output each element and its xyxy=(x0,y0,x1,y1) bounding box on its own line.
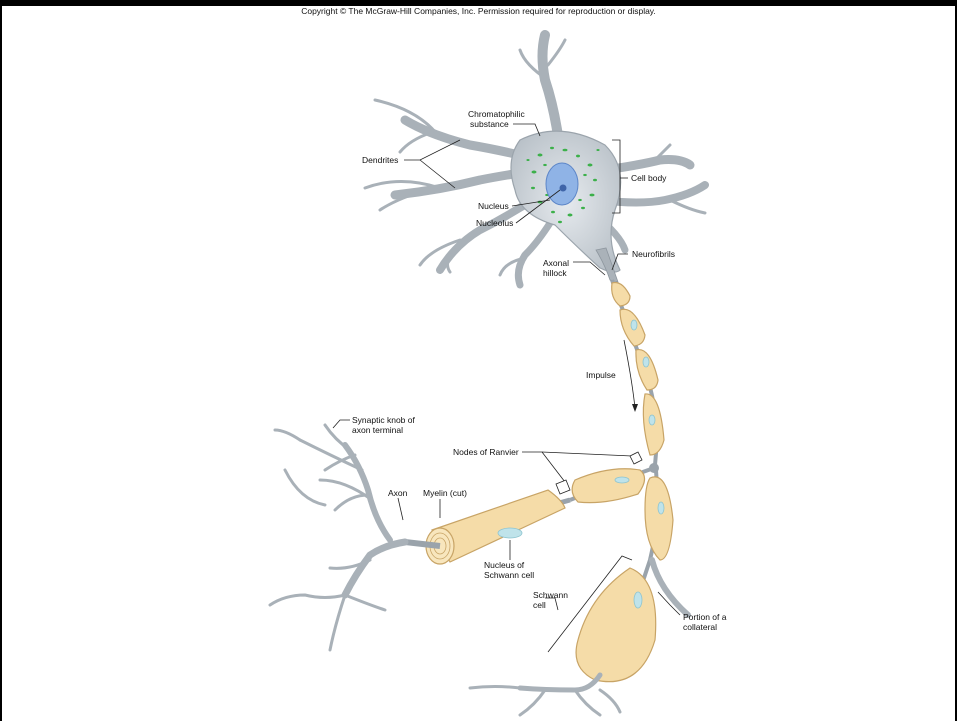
label-nucleolus: Nucleolus xyxy=(476,218,513,228)
label-synaptic-2: axon terminal xyxy=(352,425,403,435)
label-axonal-1: Axonal xyxy=(543,258,569,268)
label-chromatophilic-1: Chromatophilic xyxy=(468,109,525,119)
label-schwann-1: Schwann xyxy=(533,590,568,600)
label-chromatophilic-2: substance xyxy=(470,119,509,129)
label-collateral-2: collateral xyxy=(683,622,717,632)
label-schwann-2: cell xyxy=(533,600,546,610)
nucleolus-shape xyxy=(560,185,567,192)
label-nodes-of-ranvier: Nodes of Ranvier xyxy=(453,447,519,457)
label-neurofibrils: Neurofibrils xyxy=(632,249,675,259)
label-synaptic-1: Synaptic knob of xyxy=(352,415,415,425)
label-nucleus-schwann-1: Nucleus of xyxy=(484,560,525,570)
label-collateral-1: Portion of a xyxy=(683,612,727,622)
label-myelin-cut: Myelin (cut) xyxy=(423,488,467,498)
label-cell-body: Cell body xyxy=(631,173,667,183)
label-axon: Axon xyxy=(388,488,408,498)
label-axonal-2: hillock xyxy=(543,268,567,278)
axon-to-terminal xyxy=(405,468,654,564)
myelinated-axon xyxy=(612,280,664,465)
label-nucleus: Nucleus xyxy=(478,201,509,211)
label-impulse: Impulse xyxy=(586,370,616,380)
nucleus-shape xyxy=(546,163,578,205)
axon-terminals xyxy=(270,425,405,650)
label-nucleus-schwann-2: Schwann cell xyxy=(484,570,534,580)
label-dendrites: Dendrites xyxy=(362,155,398,165)
